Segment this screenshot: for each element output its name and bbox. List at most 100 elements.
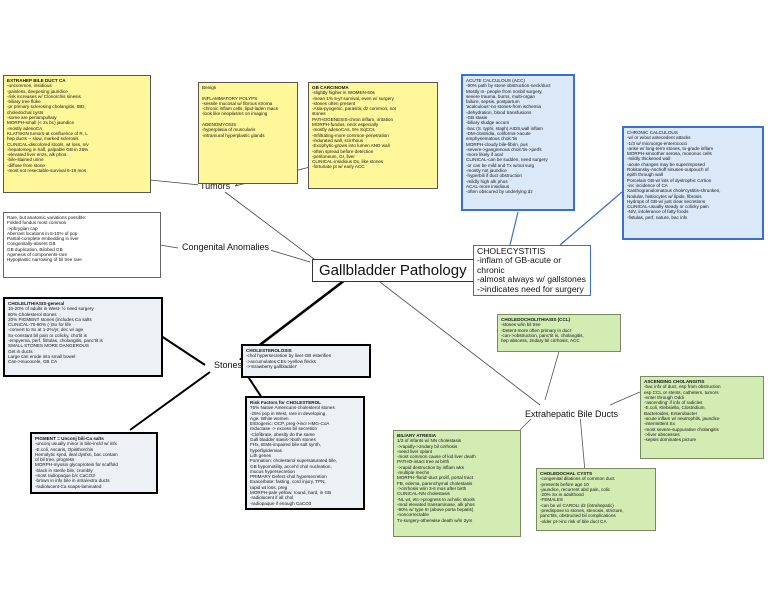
- box-text-line: -diffuse from stone: [7, 162, 45, 168]
- box-text-line: hyperlipidemias: [250, 447, 282, 453]
- box-text-line: -often obscured by underlying dz: [466, 189, 533, 195]
- box-text-line: Porcelain GB-w/ lots of dystrophic Ca'ti…: [627, 177, 712, 183]
- box-text-line: -peritoneum, GI, liver: [312, 153, 355, 159]
- box-text-line: -DM-clostridia, coliforms->acute: [466, 130, 531, 136]
- box-text-line: -indurated wall, scirrhous: [312, 137, 364, 143]
- cholecystitis-line: ->indicates need for surgery: [477, 283, 584, 294]
- box-text-line: FHx, IEMs-impaired bile salt synth,: [250, 442, 321, 448]
- congenital-label[interactable]: Congenital Anomalies: [180, 242, 272, 252]
- risk-factors-box[interactable]: Risk Factors for CHOLESTEROL 75% Native …: [245, 396, 365, 510]
- box-text-line: choledochal cysts: [7, 109, 44, 115]
- box-text-line: hep abscess, 2ndary bil cirrhosis, ACC: [501, 338, 580, 344]
- box-text-line: -biliary sludge accum: [466, 120, 510, 126]
- box-text-line: Agenesis of components-rare: [7, 252, 68, 258]
- stones-label[interactable]: Stones: [212, 360, 245, 370]
- extrahepatic-ca-box[interactable]: EXTRAHEP BILE DUCT CA -uncommon, insidio…: [3, 75, 151, 193]
- box-text-line: -look like neoplasms on imaging: [202, 111, 268, 117]
- box-text-line: -E.coli, Ascaris, Opisthorchis: [35, 446, 94, 452]
- box-text-line: -FEMALES: [540, 497, 563, 503]
- box-text-line: Nodular, histiocytes w/ lipids, fibrosis: [627, 193, 702, 199]
- box-text-line: -Exophytic-grows into lumen AND wall: [312, 143, 390, 149]
- box-text-line: -arise w/ long-term stones, to-grade inf…: [627, 145, 714, 151]
- box-text-line: -multiple mechs: [397, 470, 430, 476]
- box-text-line: -NL wt, etc->progress to acholic stools: [397, 496, 475, 502]
- box-title: CHOLESTEROLOSIS: [246, 348, 292, 353]
- box-text-line: Get in ducts: [8, 348, 33, 354]
- box-text-line: -20% Sx in adulthood: [540, 492, 584, 498]
- box-text-line: -sepsis dominates picture: [644, 437, 697, 443]
- box-text-line: CLINICAL-discolored stools, wt loss, n/v: [7, 141, 89, 147]
- gb-carcinoma-box[interactable]: GB CARCINOMA -slightly higher in WOMEN-6…: [308, 82, 438, 189]
- box-text-line: -radiolucent-Ca soaps-laminated: [35, 483, 102, 489]
- box-text-line: -brown in infx bile in intra/extra ducts: [35, 478, 110, 484]
- box-text-line: MORPH-myosin glycoprotein for scaffold: [35, 462, 118, 468]
- box-text-line: -congenital dilations of common duct: [540, 476, 615, 482]
- box-title: PIGMENT = Unconj bili-Ca salts: [35, 436, 104, 441]
- box-title: CHRONIC CALCULOUS: [627, 130, 678, 135]
- box-text-line: -elevated liver enzs, alk phos: [7, 152, 67, 158]
- box-text-line: -hyperplasia of muscularis: [202, 127, 256, 133]
- box-text-line: mucus hypersecretion: [250, 468, 295, 474]
- box-text-line: -90% path by stone obstruction-neck/duct: [466, 83, 551, 89]
- cholesterolosis-box[interactable]: CHOLESTEROLOSIS -chol hypersecretion by …: [241, 344, 371, 378]
- box-text-line: reductase -> excess bil secretion: [250, 426, 318, 432]
- cholelithiasis-box[interactable]: CHOLELITHIASIS-general 10-20% of adults …: [3, 297, 163, 377]
- box-text-line: GB duplication, Bilobed GB: [7, 246, 63, 252]
- box-text-line: Formation: cholesterol supersaturated bi…: [250, 458, 338, 464]
- box-text-line: -noncorrectable: [397, 512, 429, 518]
- acute-calculous-box[interactable]: ACUTE CALCULOUS (ACC) -90% path by stone…: [461, 74, 575, 211]
- box-text-line: ->accumulates CEs->yellow flecks: [246, 358, 316, 364]
- box-text-line: -mostly adenoCA: [7, 125, 43, 131]
- extrahepatic-label[interactable]: Extrahepatic Bile Ducts: [523, 409, 621, 419]
- box-text-line: -slightly higher in WOMEN-60s: [312, 90, 375, 96]
- biliary-atresia-box[interactable]: BILIARY ATRESIA 1/3 of infants w/ NN cho…: [393, 430, 521, 537]
- box-text-line: Hypoplastic narrowing of bil tree rare: [7, 257, 82, 263]
- box-title: Benign: [202, 85, 217, 90]
- box-text-line: MORPH-fundus, neck especially: [312, 122, 379, 128]
- pigment-stones-box[interactable]: PIGMENT = Unconj bili-Ca salts -unconj u…: [30, 432, 158, 494]
- box-text-line: CLINICAL-usually steady or colicky pain: [627, 204, 709, 210]
- box-text-line: -most radiopaque b/c CaCO3: [35, 473, 95, 479]
- box-text-line: -enter through Oddi: [644, 394, 684, 400]
- central-topic[interactable]: Gallbladder Pathology: [312, 259, 474, 282]
- box-text-line: SMALL STONES MORE DANGEROUS: [8, 343, 89, 349]
- box-text-line: Large can erode into small bowel: [8, 353, 76, 359]
- box-text-line: ->liver abscesses: [644, 431, 680, 437]
- tumors-label[interactable]: Tumors: [198, 181, 233, 191]
- box-text-line: -25% pop in West, rare in developing: [250, 410, 326, 416]
- box-text-line: -convert to Sx at 1-2%/yr, dec w/ age: [8, 327, 84, 333]
- box-text-line: panc'tits, obstructed bil complications: [540, 513, 616, 519]
- box-text-line: -stones often present: [312, 100, 356, 106]
- choledocholithiasis-box[interactable]: CHOLEDOCHOLITHIASIS (CCL) -stones w/in b…: [497, 314, 621, 352]
- box-text-line: PATHO-intact tree at birth: [397, 459, 450, 465]
- box-text-line: 10-20% of adults in West- ½ need surgery: [8, 306, 94, 312]
- box-text-line: -inc incidence of CA: [627, 182, 668, 188]
- box-title: CHOLEDOCHOLITHIASIS (CCL): [501, 317, 571, 322]
- box-text-line: -mod elevated transaminase, alk phos: [397, 501, 475, 507]
- ascending-cholangitis-box[interactable]: ASCENDING CHOLANGITIS -bac infx of duct,…: [640, 376, 764, 459]
- box-text-line: FB, edema, parenchymal cholestasis: [397, 480, 473, 486]
- box-title: ACUTE CALCULOUS (ACC): [466, 78, 525, 83]
- box-title: Risk Factors for CHOLESTEROL: [250, 400, 321, 405]
- box-text-line: -mildly high alk phos: [466, 178, 508, 184]
- box-text-line: -radiopaque if enough CaCO3: [250, 500, 312, 506]
- box-text-line: -painless, deepening jaundice: [7, 88, 68, 94]
- box-text-line: KLATSKIN tumors-at confluence of R, L: [7, 130, 88, 136]
- chronic-calculous-box[interactable]: CHRONIC CALCULOUS -w/ or w/out anteceden…: [622, 126, 764, 240]
- box-text-line: Rokitansky-Aschoff sinuses-outpouch of: [627, 167, 709, 173]
- box-text-line: -need liver xplant: [397, 448, 432, 454]
- box-text-line: hep ducts -- slow, marked sclerosis: [7, 136, 79, 142]
- box-text-line: 80% Cholesterol stones: [8, 311, 57, 317]
- box-text-line: MORPH-smoother serosa, mononuc cells: [627, 151, 712, 157]
- box-text-line: Age. White women: [250, 415, 289, 421]
- box-text-line: INFLAMMATORY POLYPS: [202, 95, 258, 101]
- choledochal-cysts-box[interactable]: CHOLEDOCHAL CYSTS -congenital dilations …: [536, 468, 656, 531]
- box-text-line: -hyperbili if duct obstruction: [466, 173, 522, 179]
- cholecystitis-node[interactable]: CHOLECYSTITIS -inflam of GB-acute or chr…: [473, 245, 591, 297]
- congenital-anomalies-box[interactable]: Rare, but anatomic variations possible:F…: [3, 212, 161, 278]
- benign-box[interactable]: Benign INFLAMMATORY POLYPS-sessile mucos…: [198, 82, 298, 184]
- box-text-line: esp CCL or stents, catheters, tumors: [644, 389, 719, 395]
- box-text-line: Aberrant locations in 5-10% of pop: [7, 230, 78, 236]
- box-text-line: Can->mucocele, GB CA: [8, 359, 58, 365]
- box-text-line: PRIMARY Defect-chol hypersecretion: [250, 474, 327, 480]
